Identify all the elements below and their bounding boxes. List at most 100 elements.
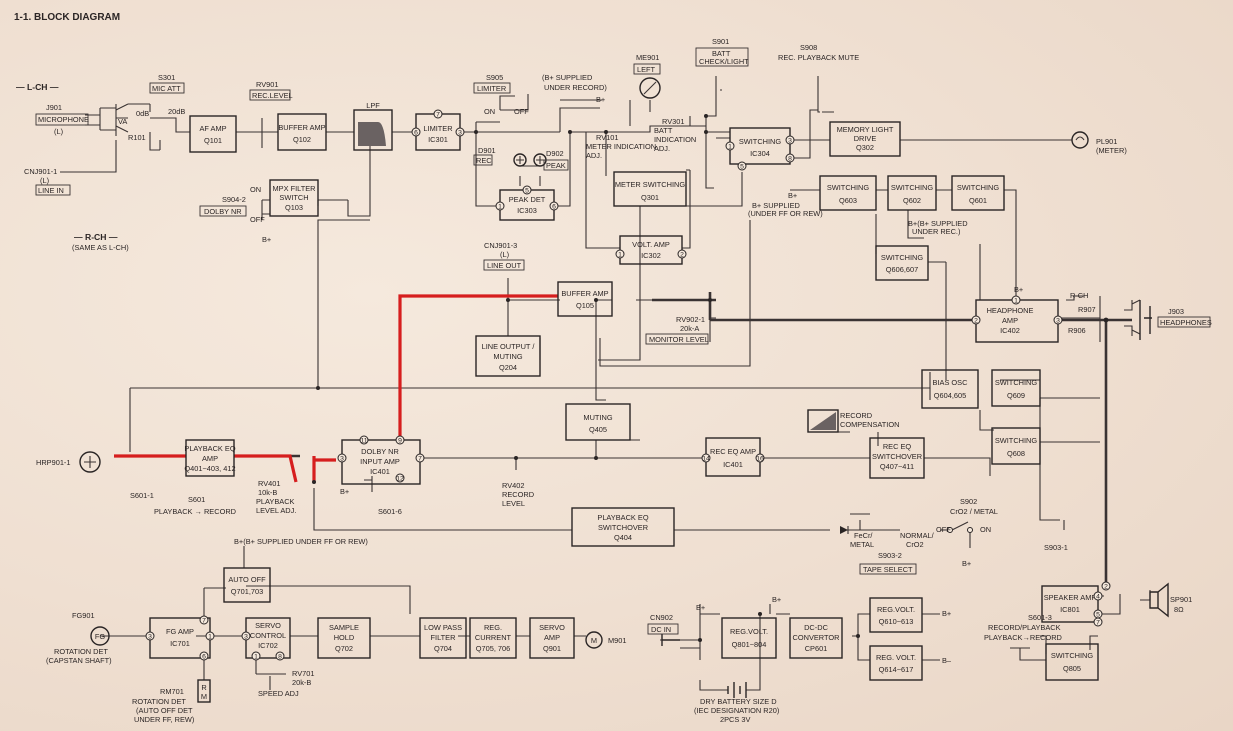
svg-text:IC401: IC401 (723, 460, 743, 469)
svg-text:OFF: OFF (936, 525, 951, 534)
record-compensation (807, 409, 839, 433)
svg-text:UNDER REC.): UNDER REC.) (912, 227, 960, 236)
svg-text:LIMITER: LIMITER (423, 124, 452, 133)
svg-text:0dB: 0dB (136, 109, 149, 118)
svg-text:MONITOR LEVEL: MONITOR LEVEL (649, 335, 709, 344)
svg-text:R906: R906 (1068, 326, 1086, 335)
svg-text:Q704: Q704 (434, 644, 452, 653)
svg-text:1: 1 (1014, 298, 1018, 305)
svg-text:AMP: AMP (544, 633, 560, 642)
svg-text:RV401: RV401 (258, 479, 280, 488)
svg-text:M901: M901 (608, 636, 627, 645)
svg-text:MUTING: MUTING (493, 352, 522, 361)
svg-text:8Ω: 8Ω (1174, 605, 1184, 614)
svg-text:AF AMP: AF AMP (199, 124, 226, 133)
svg-text:IC304: IC304 (750, 149, 770, 158)
servo-control-block: SERVO CONTROL IC702 (245, 617, 291, 659)
svg-text:AUTO OFF: AUTO OFF (228, 575, 266, 584)
svg-text:B+: B+ (596, 95, 605, 104)
svg-text:(L): (L) (40, 176, 49, 185)
svg-text:RV902-1: RV902-1 (676, 315, 705, 324)
svg-text:Q705, 706: Q705, 706 (476, 644, 511, 653)
head-hrp901 (79, 451, 101, 473)
svg-text:BIAS OSC: BIAS OSC (933, 378, 969, 387)
svg-text:Q609: Q609 (1007, 391, 1025, 400)
svg-text:S908: S908 (800, 43, 817, 52)
svg-text:ADJ.: ADJ. (586, 151, 602, 160)
motor-m901: M (585, 631, 603, 649)
svg-text:S905: S905 (486, 73, 503, 82)
svg-text:PLAYBACK EQ: PLAYBACK EQ (597, 513, 648, 522)
svg-text:5: 5 (1096, 612, 1100, 619)
svg-text:CN902: CN902 (650, 613, 673, 622)
svg-text:RV301: RV301 (662, 117, 684, 126)
junction-dots (312, 114, 1109, 642)
svg-text:7: 7 (436, 112, 440, 119)
svg-text:CP601: CP601 (805, 644, 828, 653)
svg-text:CURRENT: CURRENT (475, 633, 512, 642)
svg-text:HOLD: HOLD (334, 633, 355, 642)
switching-q602-block: SWITCHING Q602 (887, 175, 937, 211)
svg-text:Q401~403, 412: Q401~403, 412 (184, 464, 235, 473)
svg-text:Q301: Q301 (641, 193, 659, 202)
svg-text:Q701,703: Q701,703 (231, 587, 263, 596)
svg-text:DOLBY NR: DOLBY NR (361, 447, 399, 456)
svg-text:Q614~617: Q614~617 (879, 665, 914, 674)
fg901-symbol: FG (90, 626, 110, 646)
svg-text:B–: B– (942, 656, 952, 665)
svg-text:IC301: IC301 (428, 135, 448, 144)
svg-text:SWITCHING: SWITCHING (995, 436, 1038, 445)
svg-text:11: 11 (360, 438, 367, 445)
svg-text:12: 12 (396, 476, 404, 483)
pin-markers: 6 7 3 1 5 6 1 2 1 3 8 5 2 1 3 11 9 3 7 1… (145, 109, 1111, 661)
svg-text:S902: S902 (960, 497, 977, 506)
svg-text:Q603: Q603 (839, 196, 857, 205)
svg-text:4: 4 (1096, 594, 1100, 601)
svg-text:3: 3 (340, 456, 344, 463)
svg-text:LIMITER: LIMITER (477, 84, 506, 93)
svg-text:(METER): (METER) (1096, 146, 1127, 155)
svg-text:20k-A: 20k-A (680, 324, 699, 333)
svg-text:CONVERTOR: CONVERTOR (793, 633, 840, 642)
svg-text:ON: ON (250, 185, 261, 194)
svg-text:14: 14 (702, 456, 710, 463)
svg-text:LINE OUT: LINE OUT (487, 261, 522, 270)
svg-text:Q101: Q101 (204, 136, 222, 145)
svg-text:REG.VOLT.: REG.VOLT. (730, 627, 768, 636)
svg-text:CHECK/LIGHT: CHECK/LIGHT (699, 57, 749, 66)
svg-text:Q102: Q102 (293, 135, 311, 144)
svg-text:3: 3 (788, 138, 792, 145)
svg-text:MPX FILTER: MPX FILTER (273, 184, 316, 193)
svg-text:SWITCHOVER: SWITCHOVER (872, 452, 922, 461)
svg-text:RECORD: RECORD (502, 490, 534, 499)
svg-text:MUTING: MUTING (583, 413, 612, 422)
svg-text:Q610~613: Q610~613 (879, 617, 914, 626)
svg-text:PL901: PL901 (1096, 137, 1117, 146)
svg-text:IC702: IC702 (258, 641, 278, 650)
svg-text:Q103: Q103 (285, 203, 303, 212)
svg-text:S301: S301 (158, 73, 175, 82)
svg-text:METAL: METAL (850, 540, 874, 549)
svg-text:8: 8 (278, 654, 282, 661)
svg-text:OFF: OFF (514, 107, 529, 116)
buffer-amp-q102-block: BUFFER AMP Q102 (277, 113, 327, 151)
svg-text:B+: B+ (788, 191, 797, 200)
meter-me901 (639, 77, 661, 99)
svg-text:Q604,605: Q604,605 (934, 391, 966, 400)
svg-text:CONTROL: CONTROL (250, 631, 286, 640)
switching-q603-block: SWITCHING Q603 (819, 175, 877, 211)
svg-text:7: 7 (418, 456, 422, 463)
reg-volt-q801-block: REG.VOLT. Q801~804 (721, 617, 777, 659)
speaker-sp901 (1149, 582, 1169, 618)
svg-text:S601-3: S601-3 (1028, 613, 1052, 622)
svg-text:S601-1: S601-1 (130, 491, 154, 500)
svg-text:(UNDER FF OR REW): (UNDER FF OR REW) (748, 209, 823, 218)
svg-text:Q801~804: Q801~804 (732, 640, 767, 649)
svg-text:B+: B+ (340, 487, 349, 496)
reg-volt-q614-block: REG. VOLT. Q614~617 (869, 645, 923, 681)
page-title: 1-1. BLOCK DIAGRAM (14, 12, 120, 23)
svg-text:SWITCH: SWITCH (279, 193, 308, 202)
lpf-block: LPF (353, 101, 393, 151)
svg-text:Q407~411: Q407~411 (880, 462, 914, 471)
svg-text:B+ SUPPLIED: B+ SUPPLIED (752, 201, 800, 210)
